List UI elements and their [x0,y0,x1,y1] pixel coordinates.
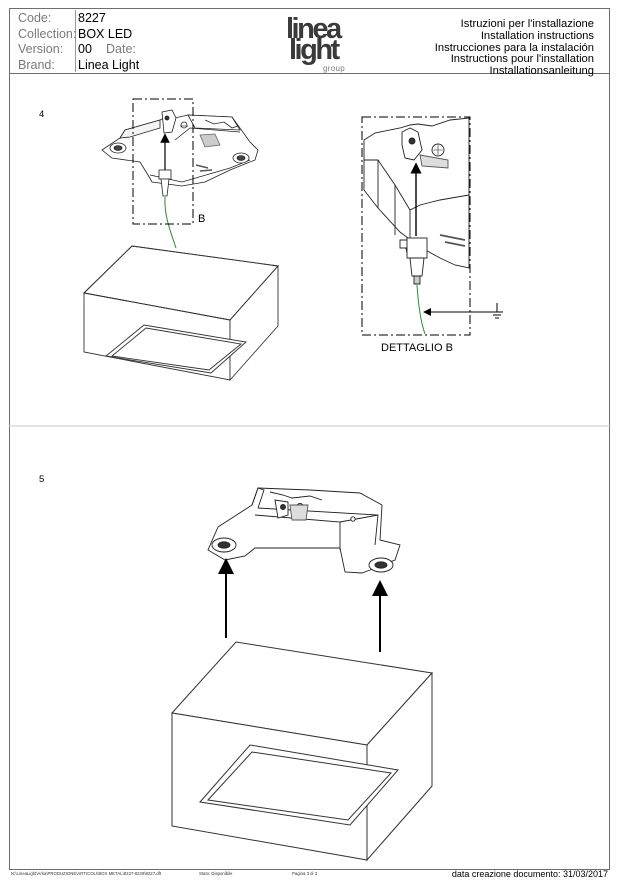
footer-creation-date: data creazione documento: 31/03/2017 [451,869,608,879]
step5-bracket [207,487,401,574]
date-label: Date: [106,42,136,56]
instruction-de: Installationsanleitung [489,65,595,78]
collection-value: BOX LED [78,26,133,41]
step4-box [83,245,279,382]
instruction-fr: Instructions pour l'installation [450,53,594,66]
code-value: 8227 [78,11,106,25]
step4-earth-wire [164,196,177,249]
brand-label: Brand: [18,58,55,72]
step4-bracket [101,109,259,187]
footer-bar: N:\LineaLight\Arka\PRODUZIONE\ARTICOLI\B… [9,869,610,881]
instruction-it: Istruzioni per l'installazione [460,18,594,30]
instruction-en: Installation instructions [480,29,594,42]
footer-path: N:\LineaLight\Arka\PRODUZIONE\ARTICOLI\B… [11,871,162,876]
collection-label: Collection: [18,26,77,41]
detail-b-connector [406,237,428,285]
version-value: 00 [78,42,92,56]
detail-b-frame-large [361,116,471,336]
earth-ground-icon [491,303,503,319]
version-label: Version: [18,42,64,56]
step-5-number: 5 [39,474,45,485]
instructions-title: Istruzioni per l'installazione Installat… [434,18,595,78]
linea-light-logo: linea light group [286,13,345,74]
step4-earth-connector [158,169,172,197]
footer-page: Pagina 3 di 3 [292,871,318,876]
label-divider [75,10,76,72]
code-label: Code: [18,11,52,25]
detail-caption: DETTAGLIO B [381,342,453,354]
detail-b-frame [132,98,194,225]
step5-box [171,641,433,862]
detail-marker-b: B [198,213,206,225]
brand-value: Linea Light [78,58,140,72]
instruction-es: Instrucciones para la instalación [434,41,594,54]
step-4-number: 4 [39,109,45,120]
footer-state: Stato: Disponibile [199,871,233,876]
detail-b-earth-wire [416,284,426,335]
page-frame [9,8,610,870]
title-block: Code: 8227 Collection: BOX LED Version: … [9,8,610,77]
